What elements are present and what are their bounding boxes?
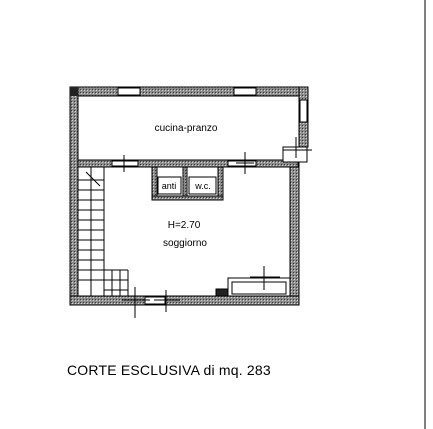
staircase [77,166,129,297]
dimension-marks [122,137,312,318]
kitchen-label: cucina-pranzo [155,123,218,134]
corner-block [70,87,78,96]
anti-label: anti [162,181,177,191]
wc-label: w.c. [194,181,211,191]
outer-walls [69,86,309,306]
wc-box [188,176,217,195]
bottom-right-closet [215,277,291,297]
caption: CORTE ESCLUSIVA di mq. 283 [67,362,271,378]
living-label: soggiorno [163,238,207,249]
anti-box [157,176,182,195]
ceiling-height-label: H=2.70 [168,220,201,231]
